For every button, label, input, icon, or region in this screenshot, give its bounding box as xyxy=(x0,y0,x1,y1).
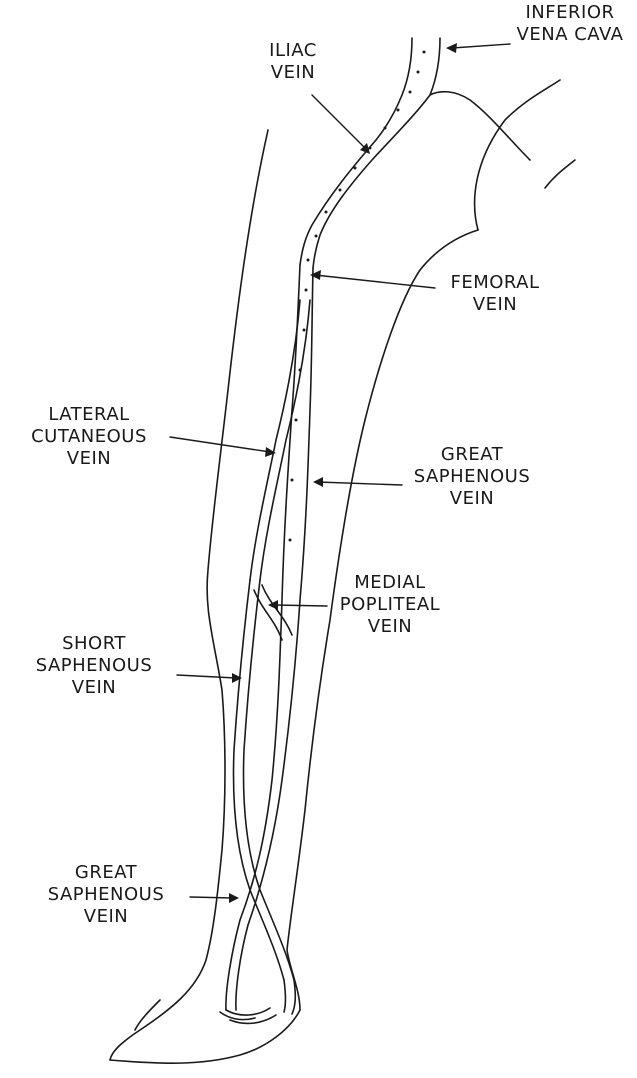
short-saphenous-vein-b xyxy=(244,580,294,980)
vena-cava-left-wall xyxy=(376,38,412,140)
great-saphenous-lower-a xyxy=(226,920,240,1010)
label-great-saphenous-vein-upper: GREAT SAPHENOUS VEIN xyxy=(402,444,542,510)
leader-femoral xyxy=(315,275,435,288)
leader-great-saphenous-upper xyxy=(318,482,402,485)
arrowhead-great-saphenous-upper xyxy=(313,477,323,487)
arrowhead-medial-popliteal xyxy=(268,600,278,610)
label-short-saphenous-vein: SHORT SAPHENOUS VEIN xyxy=(14,633,174,699)
arrowhead-vena-cava xyxy=(446,43,457,53)
vena-cava-right-wall xyxy=(430,38,530,160)
label-inferior-vena-cava: INFERIOR VENA CAVA xyxy=(506,2,634,46)
label-femoral-vein: FEMORAL VEIN xyxy=(435,272,555,316)
ankle-vein-a xyxy=(284,980,286,1012)
iliac-vein-inner-wall xyxy=(313,95,430,268)
leader-short-saphenous xyxy=(177,675,236,678)
lateral-cutaneous-vein-a xyxy=(250,300,300,580)
label-medial-popliteal-vein: MEDIAL POPLITEAL VEIN xyxy=(326,572,454,638)
label-lateral-cutaneous-vein: LATERAL CUTANEOUS VEIN xyxy=(8,404,170,470)
leader-medial-popliteal xyxy=(274,605,327,606)
arrowhead-femoral xyxy=(310,270,321,280)
leader-iliac xyxy=(312,95,367,150)
leader-lateral-cutaneous xyxy=(170,437,270,452)
leg-outline-heel xyxy=(220,1012,255,1020)
leader-vena-cava xyxy=(452,44,510,48)
great-saphenous-lower-b xyxy=(236,925,248,1010)
short-saphenous-vein-a xyxy=(234,580,284,980)
ankle-vein-b xyxy=(292,980,295,1014)
arrowhead-great-saphenous-lower xyxy=(229,893,239,903)
label-great-saphenous-vein-lower: GREAT SAPHENOUS VEIN xyxy=(26,862,186,928)
label-iliac-vein: ILIAC VEIN xyxy=(258,40,328,84)
hip-outline xyxy=(545,160,575,188)
dorsal-venous-arch-a xyxy=(226,1008,270,1015)
abdomen-outline xyxy=(475,80,560,230)
leader-great-saphenous-lower xyxy=(190,897,233,898)
